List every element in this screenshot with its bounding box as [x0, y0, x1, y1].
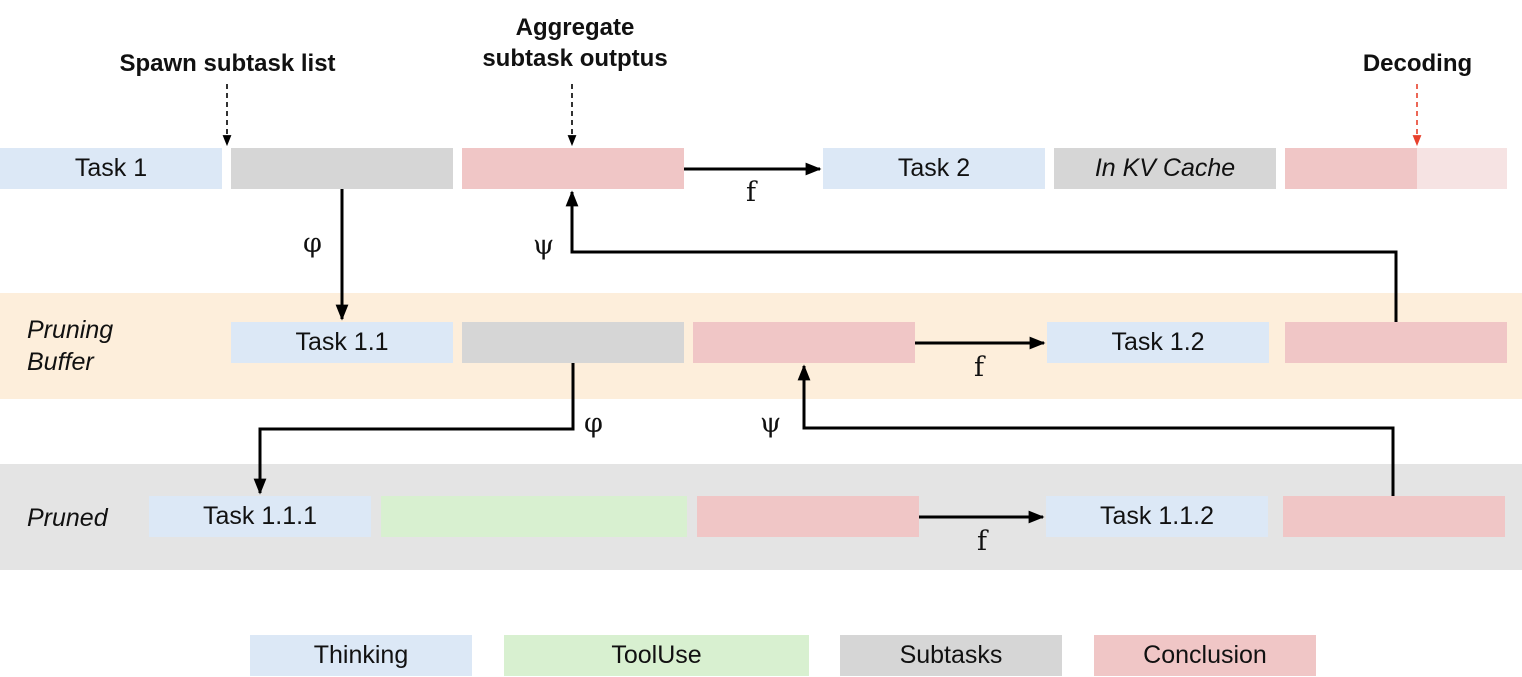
row3-conclusion-box-b — [1283, 496, 1505, 537]
task111-box: Task 1.1.1 — [149, 496, 371, 537]
row1-subtasks-box — [231, 148, 453, 189]
row3-conclusion-box-a — [697, 496, 919, 537]
psi-arrow-row2 — [797, 364, 1395, 496]
aggregate-label: Aggregate subtask outptus — [440, 12, 710, 74]
kv-cache-box: In KV Cache — [1054, 148, 1276, 189]
phi-arrow-row2 — [253, 363, 575, 495]
psi-label-row1: ψ — [533, 230, 555, 261]
legend-thinking: Thinking — [250, 635, 472, 676]
pruned-label: Pruned — [27, 504, 108, 532]
row2-subtasks-box — [462, 322, 684, 363]
task112-box: Task 1.1.2 — [1046, 496, 1268, 537]
phi-label-row1: φ — [303, 228, 322, 259]
row3-tooluse-box — [381, 496, 687, 537]
task11-box: Task 1.1 — [231, 322, 453, 363]
f-label-row2: f — [974, 352, 984, 383]
decoding-pending-box — [1417, 148, 1507, 189]
psi-label-row2: ψ — [760, 408, 782, 439]
task12-box: Task 1.2 — [1047, 322, 1269, 363]
pruning-buffer-label-line1: Pruning — [27, 316, 114, 344]
f-label-row3: f — [977, 526, 987, 557]
spawn-subtask-label: Spawn subtask list — [119, 50, 336, 77]
psi-arrow-row1 — [565, 190, 1398, 322]
pruning-buffer-label-line2: Buffer — [27, 348, 94, 376]
legend-conclusion: Conclusion — [1094, 635, 1316, 676]
task1-box: Task 1 — [0, 148, 222, 189]
pruning-buffer-label: Pruning Buffer — [27, 314, 113, 378]
row2-conclusion-box-a — [693, 322, 915, 363]
aggregate-label-line1: Aggregate — [515, 14, 635, 41]
phi-label-row2: φ — [584, 408, 603, 439]
aggregate-label-line2: subtask outptus — [482, 45, 668, 72]
task2-box: Task 2 — [823, 148, 1045, 189]
decoding-label: Decoding — [1362, 50, 1473, 77]
legend-subtasks: Subtasks — [840, 635, 1062, 676]
row1-conclusion-box — [462, 148, 684, 189]
decoding-conclusion-box — [1285, 148, 1417, 189]
legend-tooluse: ToolUse — [504, 635, 809, 676]
f-label-row1: f — [746, 177, 756, 208]
row2-conclusion-box-b — [1285, 322, 1507, 363]
